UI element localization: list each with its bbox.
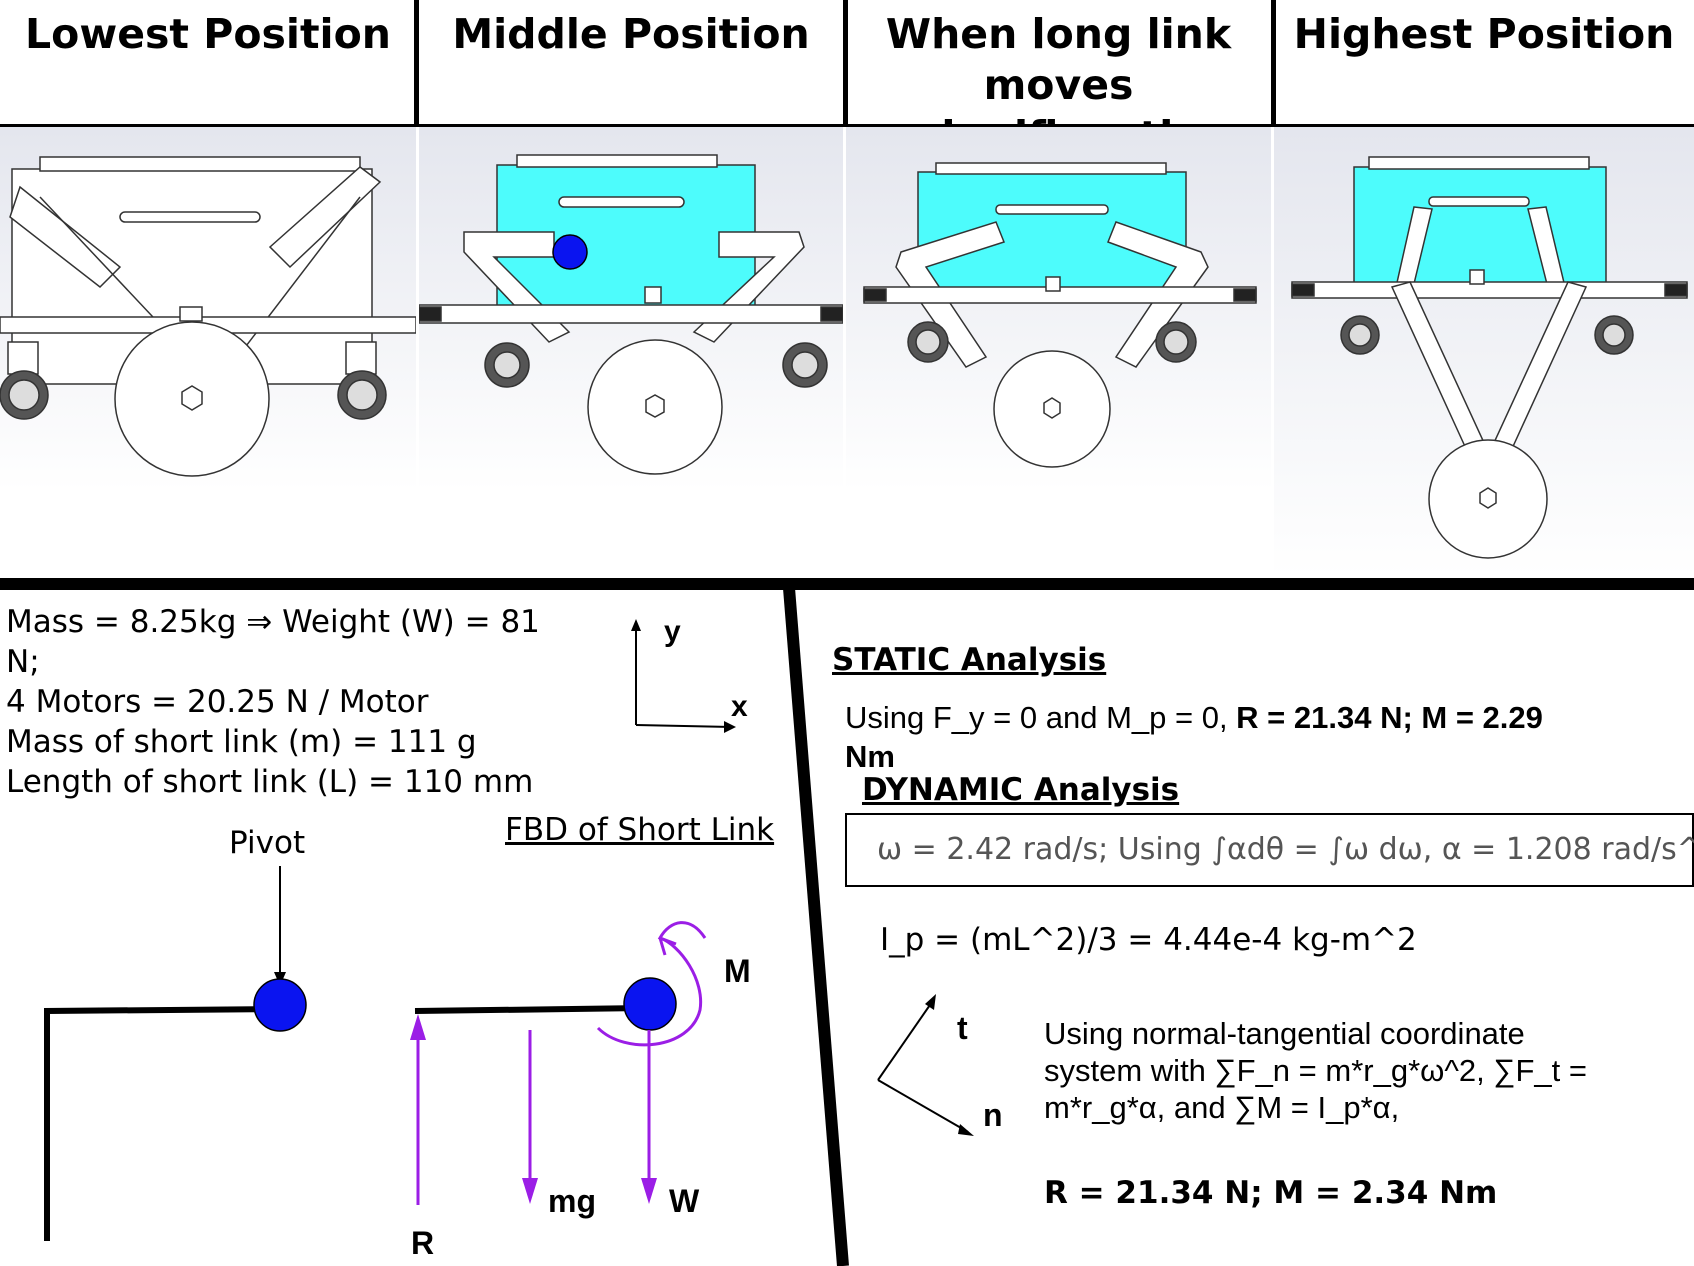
label-w: W <box>669 1183 700 1219</box>
nt-method-text: Using normal-tangential coordinate syste… <box>1044 1015 1587 1126</box>
inertia-text: I_p = (mL^2)/3 = 4.44e-4 kg-m^2 <box>880 922 1417 958</box>
label-m: M <box>724 953 751 989</box>
header-bottom-rule <box>0 124 1694 127</box>
y-axis-label: y <box>664 615 681 648</box>
nt-axes <box>877 994 974 1136</box>
header-line: When long link <box>885 10 1232 58</box>
given-line: 4 Motors = 20.25 N / Motor <box>6 684 429 720</box>
moment-curve <box>596 921 707 1047</box>
static-result-values: R = 21.34 N; M = 2.29 <box>1236 700 1543 735</box>
label-r: R <box>411 1225 435 1261</box>
dynamic-result: R = 21.34 N; M = 2.34 Nm <box>1044 1175 1498 1211</box>
pivot-joint <box>253 978 307 1032</box>
cad-lowest-position <box>0 127 416 491</box>
fbd-drawing <box>44 866 707 1241</box>
cad-highest-position <box>1274 127 1694 577</box>
static-result-line: Using F_y = 0 and M_p = 0, R = 21.34 N; … <box>845 700 1543 736</box>
header-lowest-position: Lowest Position <box>0 0 416 125</box>
header-line: Highest Position <box>1293 10 1675 58</box>
section-divider <box>0 578 1694 590</box>
nt-method-line: Using normal-tangential coordinate <box>1044 1016 1525 1051</box>
xy-axes <box>631 619 736 733</box>
dynamic-omega-box: ω = 2.42 rad/s; Using ∫αdθ = ∫ω dω, α = … <box>845 813 1694 887</box>
header-line: Lowest Position <box>25 10 391 58</box>
static-title: STATIC Analysis <box>832 642 1107 678</box>
given-line: Mass = 8.25kg ⇒ Weight (W) = 81 <box>6 604 540 640</box>
given-line: Length of short link (L) = 110 mm <box>6 764 534 800</box>
nt-method-line: system with ∑F_n = m*r_g*ω^2, ∑F_t = <box>1044 1053 1587 1088</box>
link-end-joint <box>623 977 677 1031</box>
header-line: Middle Position <box>452 10 810 58</box>
cad-middle-position <box>419 127 843 491</box>
label-mg: mg <box>548 1183 596 1219</box>
dynamic-title: DYNAMIC Analysis <box>862 772 1180 808</box>
header-highest-position: Highest Position <box>1274 0 1694 125</box>
header-divider <box>414 0 419 127</box>
header-divider <box>1271 0 1276 127</box>
static-result-unit: Nm <box>845 739 895 774</box>
pivot-label: Pivot <box>229 825 306 861</box>
t-axis-label: t <box>957 1010 968 1046</box>
header-middle-position: Middle Position <box>419 0 843 125</box>
cad-long-link-position <box>846 127 1271 491</box>
header-divider <box>843 0 848 127</box>
given-line: Mass of short link (m) = 111 g <box>6 724 477 760</box>
given-line: N; <box>6 644 40 680</box>
nt-method-line: m*r_g*α, and ∑M = I_p*α, <box>1044 1090 1400 1125</box>
dynamic-omega-text: ω = 2.42 rad/s; Using ∫αdθ = ∫ω dω, α = … <box>877 832 1694 867</box>
fbd-title: FBD of Short Link <box>505 812 775 848</box>
static-result-text: Using F_y = 0 and M_p = 0, <box>845 700 1237 735</box>
x-axis-label: x <box>731 690 748 723</box>
n-axis-label: n <box>983 1097 1003 1133</box>
given-values: Mass = 8.25kg ⇒ Weight (W) = 81 N; 4 Mot… <box>6 602 540 802</box>
